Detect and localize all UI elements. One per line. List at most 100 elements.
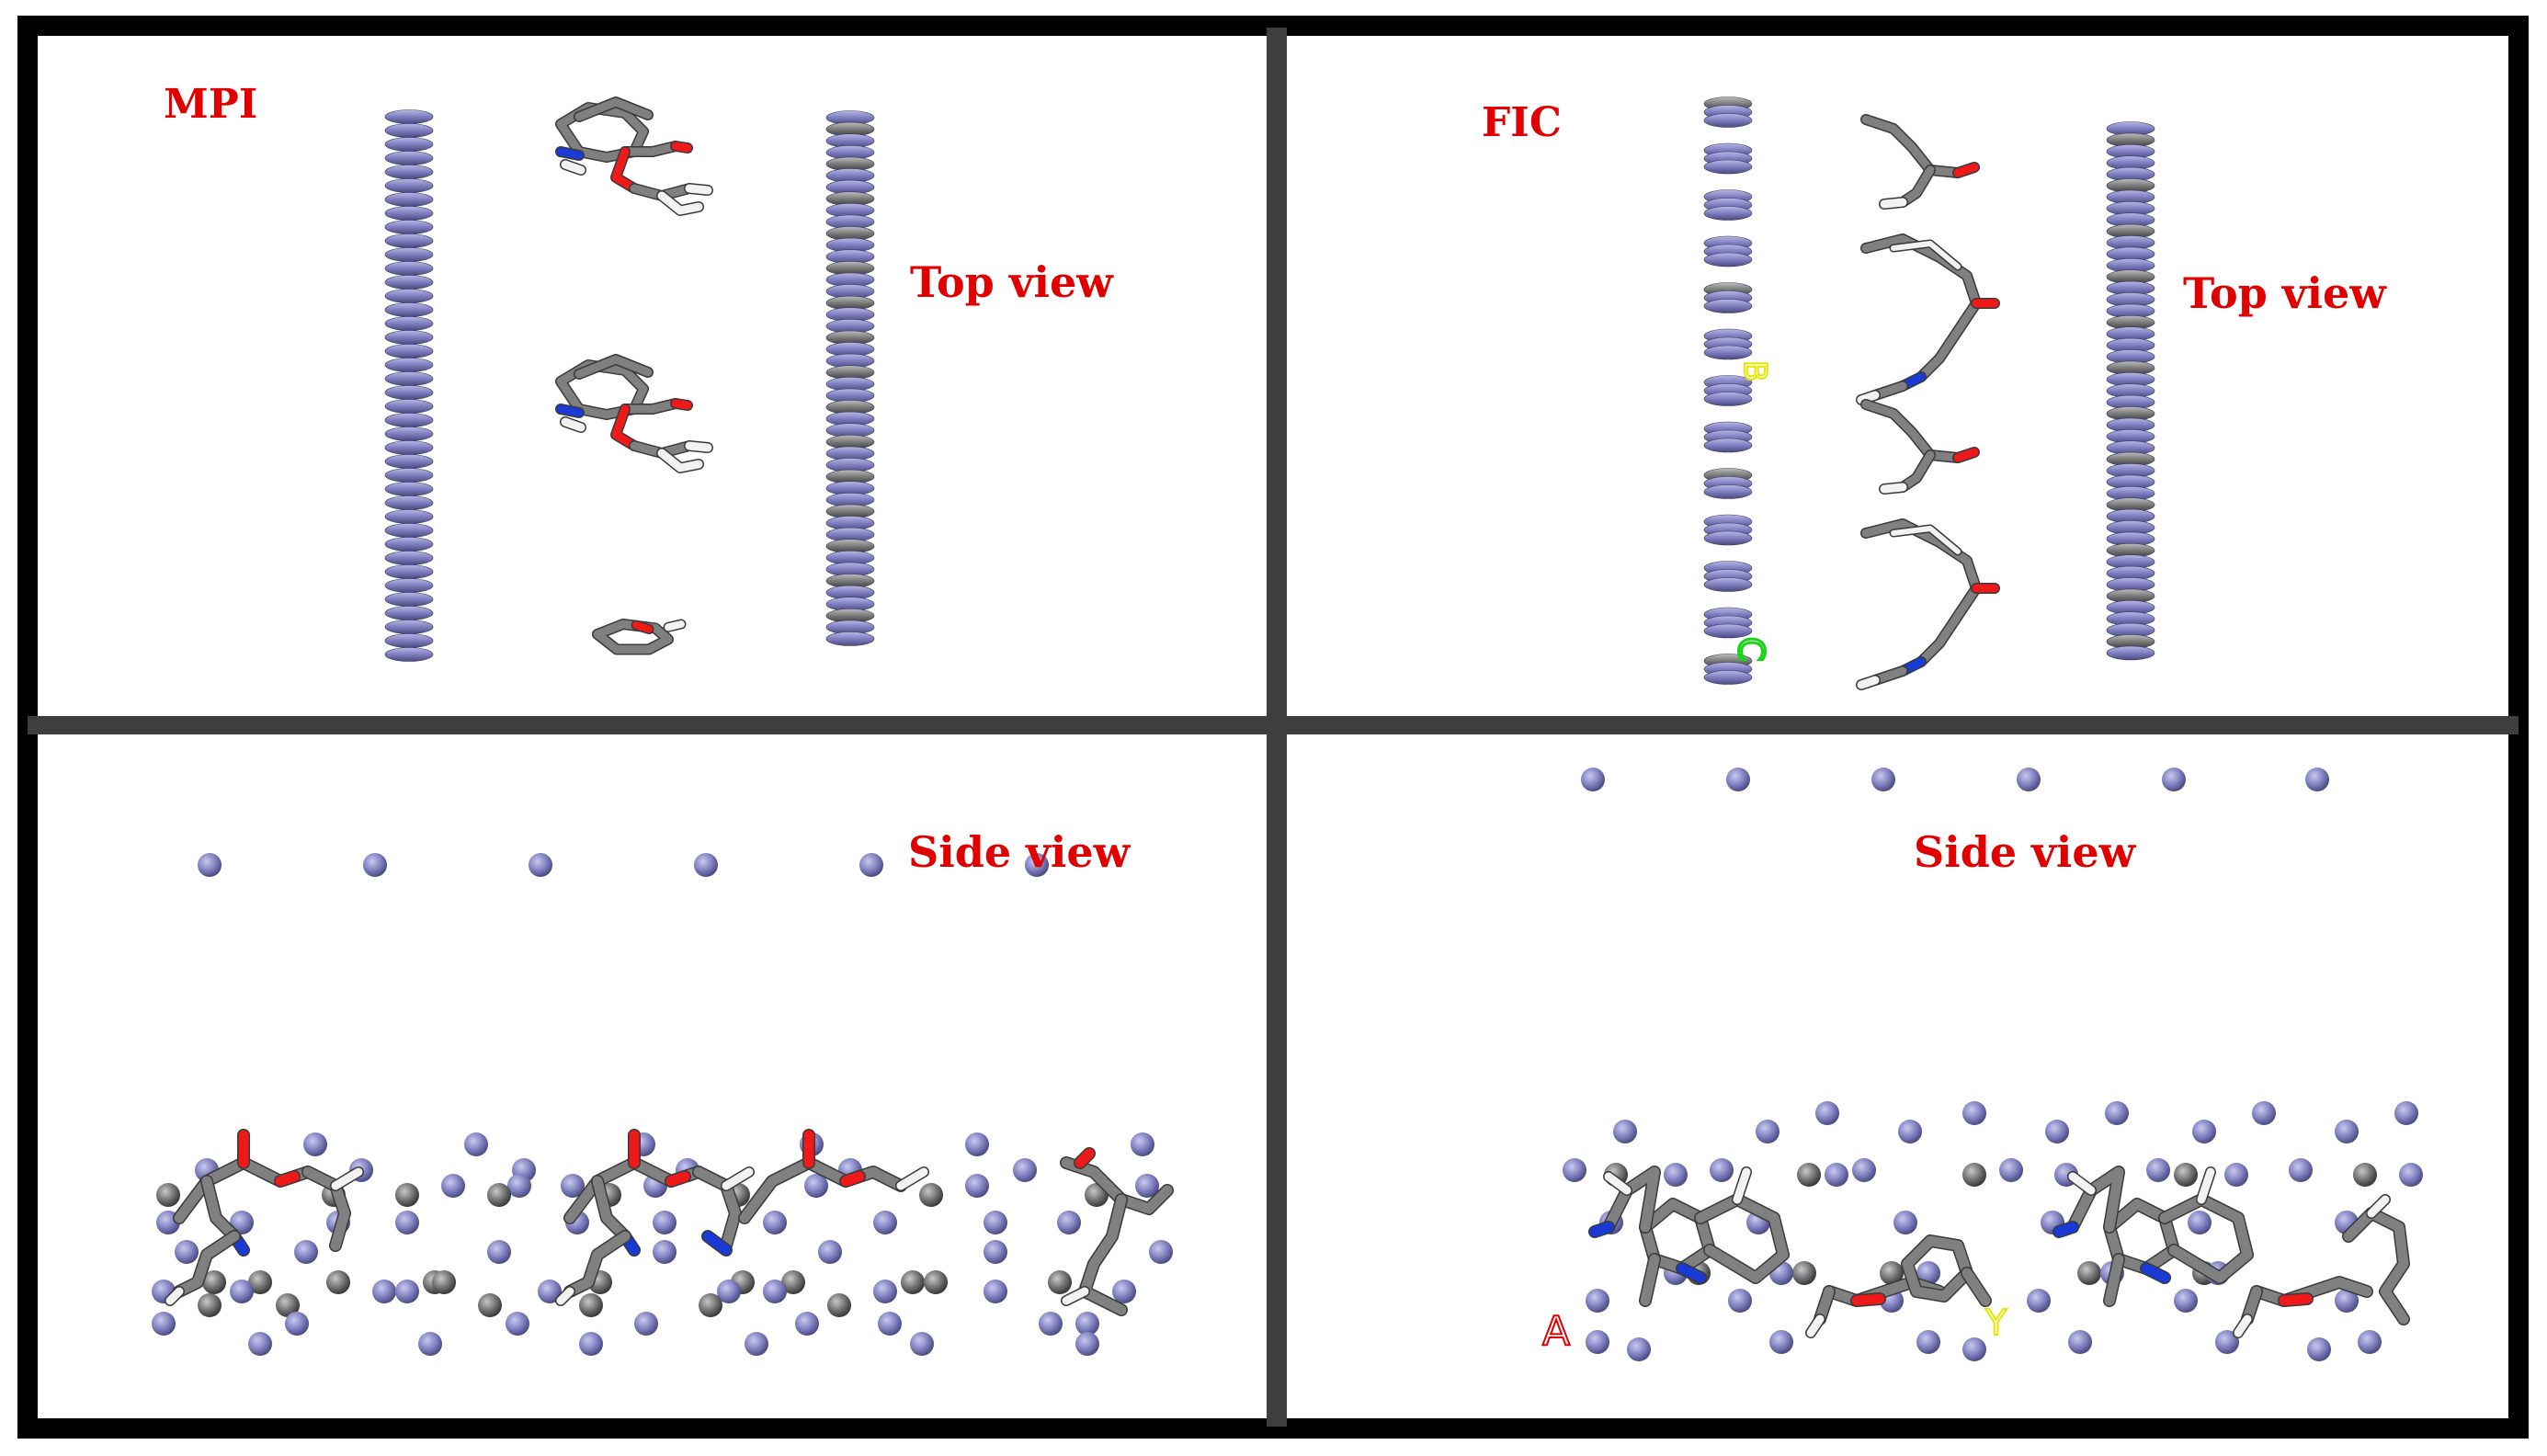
- surface-atom: [230, 1280, 254, 1303]
- surface-atom: [1825, 1163, 1848, 1187]
- bond: [2067, 1166, 2124, 1233]
- bond: [665, 620, 685, 631]
- carbon-atom: [924, 1270, 948, 1294]
- carbon-atom: [1880, 1261, 1904, 1285]
- surface-atom-disc: [384, 302, 434, 317]
- bond: [1861, 234, 1981, 381]
- bond: [1733, 1167, 1751, 1204]
- carbon-atom: [579, 1293, 603, 1317]
- surface-atom-disc: [384, 592, 434, 607]
- bond: [671, 142, 692, 153]
- bond: [1806, 1314, 1825, 1337]
- bond: [574, 355, 653, 379]
- bond: [574, 97, 653, 121]
- surface-atom: [2224, 1163, 2248, 1187]
- carbon-atom: [901, 1270, 925, 1294]
- surface-atom-disc: [384, 137, 434, 152]
- bond: [739, 1157, 906, 1223]
- carbon-atom: [2077, 1261, 2101, 1285]
- surface-atom: [2335, 1289, 2359, 1313]
- panel-bottom-right: [1563, 768, 2423, 1361]
- surface-atom: [1563, 1158, 1586, 1182]
- surface-atom: [441, 1174, 465, 1198]
- bond: [2197, 1167, 2215, 1204]
- surface-atom-disc: [825, 631, 875, 646]
- bond: [693, 1166, 741, 1251]
- carbon-atom: [248, 1270, 272, 1294]
- surface-atom-disc: [384, 109, 434, 124]
- surface-atom-disc: [1703, 484, 1753, 499]
- bond: [702, 1231, 732, 1256]
- surface-atom-disc: [384, 261, 434, 276]
- bond: [896, 1167, 928, 1190]
- bond: [275, 1171, 300, 1187]
- surface-atom: [1112, 1280, 1136, 1303]
- surface-atom-disc: [1703, 392, 1753, 406]
- panel-top-right: [1703, 97, 2155, 690]
- bond: [1861, 519, 1981, 666]
- bond: [2234, 1314, 2252, 1337]
- surface-atom-disc: [384, 578, 434, 593]
- surface-atom: [1075, 1332, 1099, 1356]
- surface-atom-disc: [384, 454, 434, 469]
- bond: [1961, 1268, 1991, 1306]
- surface-atom-disc: [384, 509, 434, 524]
- surface-atom-disc: [384, 247, 434, 262]
- surface-atom: [763, 1211, 787, 1234]
- carbon-atom: [1048, 1270, 1072, 1294]
- bond: [1891, 241, 1961, 269]
- bond: [1640, 1254, 1660, 1306]
- surface-atom: [2162, 768, 2186, 791]
- panel-top-left: [384, 97, 875, 662]
- surface-atom: [1013, 1158, 1037, 1182]
- surface-atom: [561, 1174, 585, 1198]
- surface-atom-disc: [384, 123, 434, 138]
- top-view-label-right: Top view: [2183, 268, 2387, 318]
- bond: [331, 1167, 363, 1190]
- surface-atom: [878, 1312, 902, 1336]
- surface-atom: [538, 1280, 562, 1303]
- bond: [722, 1167, 754, 1190]
- surface-atom: [175, 1240, 199, 1264]
- surface-atom-disc: [384, 220, 434, 234]
- bond: [592, 1176, 631, 1242]
- marker-a: A: [1542, 1308, 1570, 1355]
- surface-atom: [653, 1211, 677, 1234]
- surface-atom: [507, 1174, 531, 1198]
- bond: [561, 160, 586, 175]
- surface-atom: [152, 1312, 176, 1336]
- surface-atom: [506, 1312, 529, 1336]
- surface-atom: [2017, 768, 2041, 791]
- surface-atom: [763, 1280, 787, 1303]
- bond: [201, 1176, 240, 1242]
- bond: [1891, 526, 1961, 554]
- bond: [620, 399, 680, 414]
- surface-atom: [2335, 1120, 2359, 1143]
- bond: [1075, 1148, 1095, 1168]
- surface-atom-disc: [384, 633, 434, 648]
- surface-atom-disc: [384, 647, 434, 662]
- bond: [2251, 1277, 2372, 1306]
- surface-atom-disc: [384, 468, 434, 483]
- surface-atom-disc: [384, 289, 434, 303]
- surface-atom: [965, 1132, 989, 1156]
- bond: [620, 142, 680, 156]
- bond: [1880, 483, 1907, 494]
- surface-atom-disc: [384, 385, 434, 400]
- surface-atom: [965, 1174, 989, 1198]
- surface-atom: [1581, 768, 1605, 791]
- bond: [685, 184, 712, 195]
- surface-atom-disc: [384, 344, 434, 358]
- bond: [611, 404, 639, 450]
- surface-atom: [1664, 1163, 1688, 1187]
- carbon-atom: [156, 1183, 180, 1207]
- surface-atom: [1627, 1337, 1651, 1361]
- bond: [2279, 1293, 2313, 1306]
- bond: [1898, 165, 1935, 207]
- surface-atom-disc: [384, 440, 434, 455]
- surface-atom-disc: [1703, 206, 1753, 221]
- bond: [2104, 1254, 2124, 1306]
- surface-atom: [2068, 1330, 2092, 1354]
- surface-atom-disc: [384, 551, 434, 565]
- bond: [1695, 1194, 1789, 1283]
